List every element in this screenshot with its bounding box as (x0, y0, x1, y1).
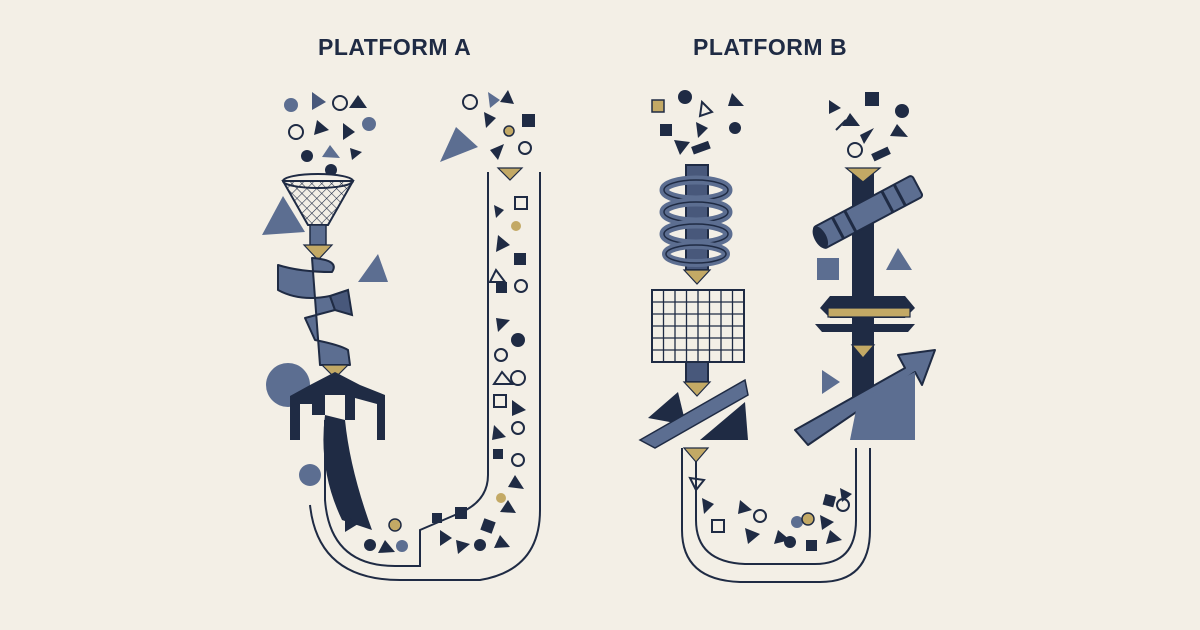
spiral-ramp-icon (277, 257, 354, 379)
platform-b-channel-shapes (688, 476, 852, 551)
platform-b-diagram (638, 90, 936, 583)
shape-square (817, 258, 839, 280)
grid-filter-icon (651, 289, 745, 397)
platform-a-right-input-shapes (440, 90, 535, 181)
platform-a-channel-shapes (345, 475, 524, 554)
platform-a-right-channel-shapes (488, 196, 528, 467)
arrow-up-right-icon (794, 349, 936, 446)
platform-a-title: PLATFORM A (318, 34, 472, 60)
platform-a-u-channel (309, 172, 541, 581)
funnel-icon (281, 173, 355, 261)
platform-a-diagram (262, 90, 541, 581)
platform-a-input-shapes (284, 92, 376, 176)
platform-b-wedge (638, 378, 749, 463)
platform-b-u-channel (681, 448, 871, 583)
platform-b-title: PLATFORM B (693, 34, 848, 60)
shape-triangle (358, 254, 388, 282)
platform-b-plates (815, 296, 915, 359)
platform-b-input-shapes (651, 90, 744, 155)
shape-triangle (262, 196, 305, 235)
shape-triangle (822, 370, 840, 394)
tube-icon (812, 167, 924, 398)
platform-b-right-input-shapes (829, 92, 909, 162)
coil-spring-icon (659, 164, 733, 285)
gripper-claw-icon (266, 363, 385, 530)
shape-triangle (886, 248, 912, 270)
